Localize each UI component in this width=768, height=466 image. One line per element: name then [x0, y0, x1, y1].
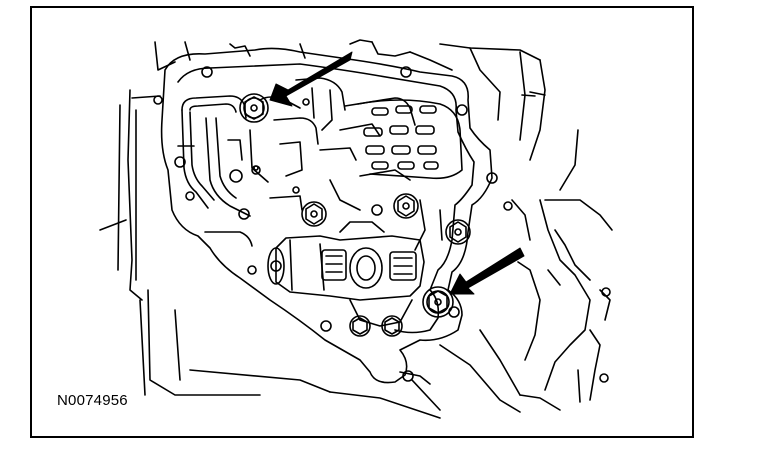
solenoid-assembly	[267, 221, 425, 327]
slotted-ribs	[357, 99, 463, 180]
valve-body-plate	[160, 47, 493, 384]
arrow-icon	[269, 51, 353, 107]
left-housing	[99, 89, 331, 396]
gasket-channels	[177, 77, 443, 251]
right-housing	[439, 199, 611, 413]
lower-bolt	[422, 286, 454, 318]
bolt	[381, 315, 403, 337]
bolt	[301, 201, 327, 227]
lower-edge	[329, 371, 441, 419]
transmission-valve-body-illustration	[99, 39, 613, 419]
bolt	[445, 219, 471, 245]
arrow-icon	[449, 247, 525, 295]
bolt	[393, 193, 419, 219]
figure-id-label: N0074956	[57, 392, 128, 409]
bolt	[349, 315, 371, 337]
callout-arrows	[269, 51, 525, 295]
upper-bolt	[239, 93, 269, 123]
plate-holes	[153, 66, 513, 382]
